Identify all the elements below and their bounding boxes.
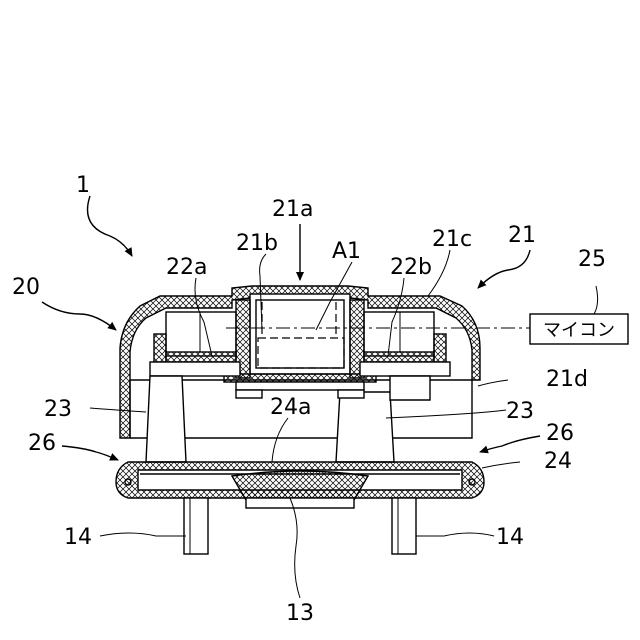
- label-14-right: 14: [496, 525, 524, 550]
- label-22a: 22a: [166, 255, 207, 280]
- label-24: 24: [544, 449, 572, 474]
- label-21b: 21b: [236, 231, 278, 256]
- label-21: 21: [508, 223, 536, 248]
- label-26-right: 26: [546, 421, 574, 446]
- label-13: 13: [286, 601, 314, 626]
- label-22b: 22b: [390, 255, 432, 280]
- label-23-left: 23: [44, 397, 72, 422]
- label-1: 1: [76, 173, 90, 198]
- label-23-right: 23: [506, 399, 534, 424]
- microcomputer-label: マイコン: [543, 320, 615, 341]
- label-A1: A1: [332, 239, 361, 264]
- label-26-left: 26: [28, 431, 56, 456]
- central-plunger: [224, 294, 376, 390]
- label-24a: 24a: [270, 395, 311, 420]
- label-20: 20: [12, 275, 40, 300]
- label-14-left: 14: [64, 525, 92, 550]
- label-21c: 21c: [432, 227, 472, 252]
- reference-labels: 1 20 21a 21b A1 21c 21 22a 22b 25 21d 23…: [12, 173, 606, 626]
- base-plate: [116, 462, 484, 508]
- label-25: 25: [578, 247, 606, 272]
- label-21a: 21a: [272, 197, 313, 222]
- label-21d: 21d: [546, 367, 588, 392]
